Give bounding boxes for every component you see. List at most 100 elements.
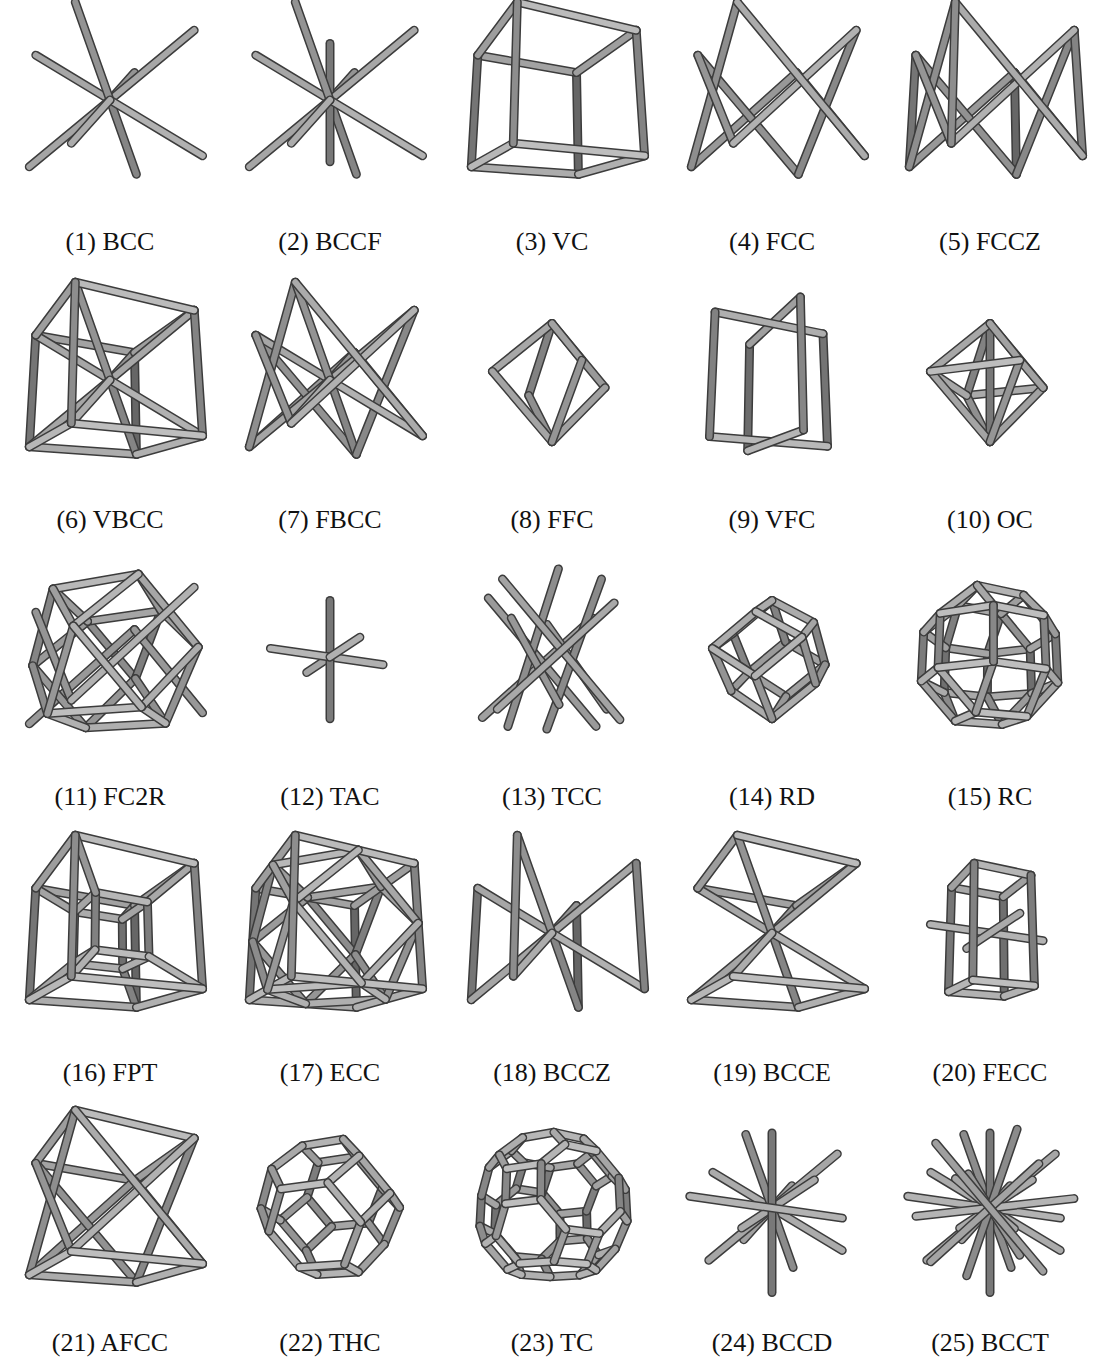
strut-outline	[328, 1156, 359, 1183]
strut	[496, 1236, 520, 1264]
strut	[300, 1264, 345, 1267]
strut	[737, 835, 772, 933]
strut-outline	[619, 1178, 621, 1211]
strut-outline	[48, 707, 142, 714]
strut-outline	[737, 2, 864, 156]
strut-outline	[330, 637, 360, 657]
strut-outline	[471, 888, 478, 1000]
strut-outline	[615, 1221, 627, 1249]
strut	[110, 100, 203, 156]
strut-outline	[29, 1275, 136, 1283]
strut	[691, 933, 772, 1000]
strut	[636, 863, 644, 989]
strut-outline	[737, 835, 772, 933]
strut-outline	[272, 1146, 303, 1169]
strut	[552, 863, 636, 933]
strut-outline	[123, 969, 137, 1008]
strut-outline	[345, 1222, 361, 1264]
strut-outline	[974, 863, 1031, 875]
strut-outline	[142, 647, 199, 707]
strut-outline	[755, 676, 772, 719]
lattice-label: (22) THC	[279, 1328, 380, 1358]
strut	[269, 1189, 281, 1231]
lattice-label: (23) TC	[511, 1328, 594, 1358]
strut-outline	[88, 611, 161, 622]
strut-outline	[946, 648, 988, 654]
strut-outline	[1001, 614, 1030, 649]
strut	[577, 30, 637, 72]
strut-outline	[737, 835, 856, 863]
strut	[748, 344, 750, 450]
lattice-label: (10) OC	[947, 505, 1033, 535]
strut	[36, 1163, 72, 1251]
strut	[976, 661, 994, 712]
lattice-label: (21) AFCC	[52, 1328, 168, 1358]
strut-outline	[71, 282, 75, 423]
strut	[291, 835, 295, 976]
strut	[691, 976, 733, 1000]
lattice-label: (2) BCCF	[278, 227, 381, 257]
strut-outline	[733, 976, 864, 989]
strut	[599, 1212, 620, 1234]
strut-outline	[147, 902, 149, 957]
lattice-cell	[480, 1132, 627, 1276]
strut-outline	[1031, 875, 1035, 986]
strut-outline	[269, 1189, 281, 1231]
strut	[29, 963, 73, 999]
strut-outline	[800, 297, 803, 430]
strut	[938, 668, 976, 713]
strut-outline	[506, 1169, 507, 1204]
strut	[29, 1251, 71, 1275]
lattice-label: (20) FECC	[933, 1058, 1048, 1088]
lattice-label: (24) BCCD	[712, 1328, 833, 1358]
strut	[990, 360, 1020, 442]
strut	[384, 1207, 399, 1244]
strut	[478, 2, 518, 55]
strut	[269, 1231, 300, 1267]
strut-outline	[293, 850, 358, 902]
strut	[1074, 30, 1082, 156]
strut-outline	[949, 887, 952, 991]
strut-outline	[772, 863, 856, 933]
strut-outline	[993, 605, 1043, 615]
strut	[75, 2, 110, 100]
strut-outline	[270, 648, 330, 657]
strut-outline	[989, 605, 998, 661]
strut-outline	[492, 324, 552, 372]
strut	[615, 1221, 627, 1249]
strut-outline	[29, 423, 71, 447]
strut-outline	[554, 1229, 566, 1261]
strut-outline	[951, 2, 955, 143]
lattice-cell	[909, 2, 1082, 174]
strut	[95, 950, 149, 957]
strut-outline	[973, 863, 974, 980]
strut	[306, 1227, 331, 1251]
strut-outline	[471, 55, 478, 167]
strut-outline	[29, 1000, 136, 1008]
strut	[955, 2, 1082, 156]
strut-outline	[814, 623, 826, 665]
strut	[48, 626, 74, 714]
strut-outline	[936, 1143, 1043, 1271]
strut	[86, 723, 166, 728]
strut	[119, 919, 125, 969]
strut-outline	[577, 73, 579, 175]
strut	[814, 623, 826, 665]
strut-outline	[328, 1183, 361, 1222]
strut	[478, 55, 577, 72]
lattice-cell	[691, 835, 864, 1007]
strut-outline	[194, 310, 202, 436]
strut-outline	[36, 1163, 72, 1251]
strut	[936, 1143, 1043, 1271]
strut	[523, 1132, 554, 1137]
strut	[492, 324, 552, 372]
strut-outline	[496, 1204, 505, 1236]
lattice-cell	[492, 324, 605, 442]
strut	[71, 976, 202, 989]
strut	[492, 371, 552, 441]
strut	[802, 637, 816, 683]
strut-outline	[990, 360, 1020, 442]
strut	[636, 30, 644, 156]
strut-outline	[71, 380, 110, 423]
strut-outline	[712, 612, 756, 649]
